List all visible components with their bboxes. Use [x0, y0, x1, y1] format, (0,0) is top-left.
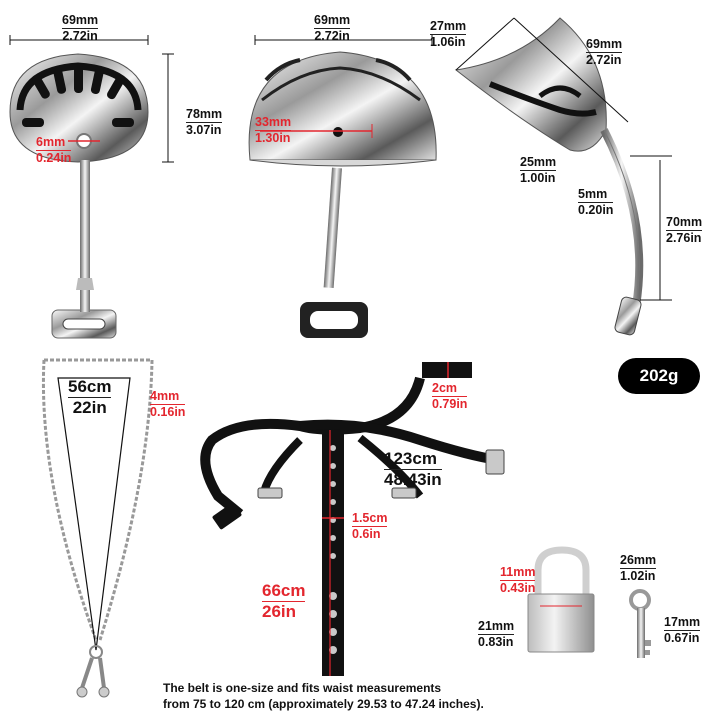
key — [629, 589, 651, 658]
cage-side-length-label: 69mm 2.72in — [586, 37, 623, 68]
belt-size-note-line1: The belt is one-size and fits waist meas… — [163, 681, 442, 695]
belt-strap-width-label: 2cm 0.79in — [432, 381, 468, 412]
cage-back-view — [248, 35, 437, 338]
lock-body-label: 21mm 0.83in — [478, 619, 515, 650]
padlock — [527, 546, 595, 653]
belt-waist-label: 123cm 48.43in — [384, 449, 442, 489]
cage-back-width-label: 69mm 2.72in — [314, 13, 351, 44]
cage-side-rod-length-label: 70mm 2.76in — [666, 215, 703, 246]
cage-side-view — [454, 17, 672, 336]
key-blade-label: 17mm 0.67in — [664, 615, 701, 646]
waist-chain — [41, 358, 154, 698]
cage-side-rod-label: 5mm 0.20in — [578, 187, 614, 218]
cage-front-width-label: 69mm 2.72in — [62, 13, 99, 44]
chain-link-label: 4mm 0.16in — [150, 389, 186, 420]
lock-shackle-label: 11mm 0.43in — [500, 565, 536, 596]
belt-size-note: The belt is one-size and fits waist meas… — [163, 681, 484, 712]
belt-t-width-label: 1.5cm 0.6in — [352, 511, 388, 542]
weight-badge: 202g — [618, 358, 700, 394]
cage-front-view — [9, 35, 174, 339]
cage-front-height-label: 78mm 3.07in — [186, 107, 223, 138]
cage-side-depth-label: 25mm 1.00in — [520, 155, 557, 186]
belt-t-length-label: 66cm 26in — [262, 581, 306, 621]
belt — [200, 362, 505, 676]
chain-length-label: 56cm 22in — [68, 377, 112, 417]
cage-side-top-label: 27mm 1.06in — [430, 19, 467, 50]
cage-front-hole-label: 6mm 0.24in — [36, 135, 72, 166]
belt-size-note-line2: from 75 to 120 cm (approximately 29.53 t… — [163, 696, 484, 711]
cage-back-inner-label: 33mm 1.30in — [255, 115, 292, 146]
key-length-label: 26mm 1.02in — [620, 553, 657, 584]
